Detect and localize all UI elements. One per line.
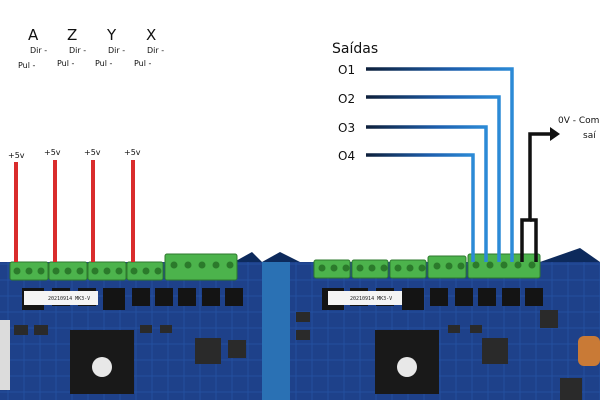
output-wiring	[366, 67, 560, 262]
output-o4-label: O4	[338, 149, 355, 163]
axis-x-letter: X	[146, 26, 156, 44]
axis-z-letter: Z	[67, 26, 77, 44]
output-labels: Saídas O1 O2 O3 O4 0V - Com saí	[332, 41, 599, 163]
axis-a-power-label: +5v	[8, 151, 25, 160]
axis-y-power-label: +5v	[84, 148, 101, 157]
axis-y-dir-label: Dir -	[108, 46, 125, 55]
axis-x-power-label: +5v	[124, 148, 141, 157]
right-capacitor	[578, 336, 600, 366]
output-o3-wire	[366, 125, 488, 262]
axis-labels: A Dir - Pul - +5v Z Dir - Pul - +5v Y Di…	[8, 26, 164, 160]
left-terminal-blocks	[9, 253, 238, 281]
left-edge-connector	[0, 320, 10, 390]
axis-a-dir-label: Dir -	[30, 46, 47, 55]
output-o1-label: O1	[338, 63, 355, 77]
axis-z-dir-label: Dir -	[69, 46, 86, 55]
right-pcb-corner-left	[262, 252, 300, 262]
output-o3-label: O3	[338, 121, 355, 135]
axis-a-pul-label: Pul -	[18, 61, 36, 70]
left-pcb-corner	[234, 252, 262, 262]
axis-x-pul-label: Pul -	[134, 59, 152, 68]
axis-a-letter: A	[28, 26, 39, 44]
right-small-chips	[296, 310, 582, 400]
axis-z-power-label: +5v	[44, 148, 61, 157]
common-ground-wire-2	[530, 218, 538, 262]
output-o2-label: O2	[338, 92, 355, 106]
right-controller-board: 20210914 MK3-V	[258, 248, 600, 400]
right-processor-logo	[397, 357, 417, 377]
output-o2-wire	[366, 95, 501, 262]
left-board-sticker	[24, 291, 98, 305]
axis-x-dir-label: Dir -	[147, 46, 164, 55]
axis-z-pul-label: Pul -	[57, 59, 75, 68]
common-label-line2: saí	[583, 131, 596, 141]
right-board-sticker	[328, 291, 402, 305]
right-board-edge	[262, 262, 290, 400]
right-pcb-corner-right	[540, 248, 600, 262]
output-o1-wire	[366, 67, 514, 262]
axis-y-pul-label: Pul -	[95, 59, 113, 68]
axis-y-letter: Y	[106, 26, 117, 44]
common-arrow-icon	[550, 127, 560, 141]
axis-wiring	[14, 54, 158, 262]
common-label-line1: 0V - Com	[558, 116, 599, 126]
outputs-title: Saídas	[332, 41, 378, 57]
left-processor-logo	[92, 357, 112, 377]
left-controller-board: 20210914 MK3-V	[0, 252, 262, 400]
left-small-chips	[14, 325, 246, 364]
right-sticker-text: 20210914 MK3-V	[350, 296, 392, 302]
output-o4-wire	[366, 153, 475, 262]
left-sticker-text: 20210914 MK3-V	[48, 296, 90, 302]
